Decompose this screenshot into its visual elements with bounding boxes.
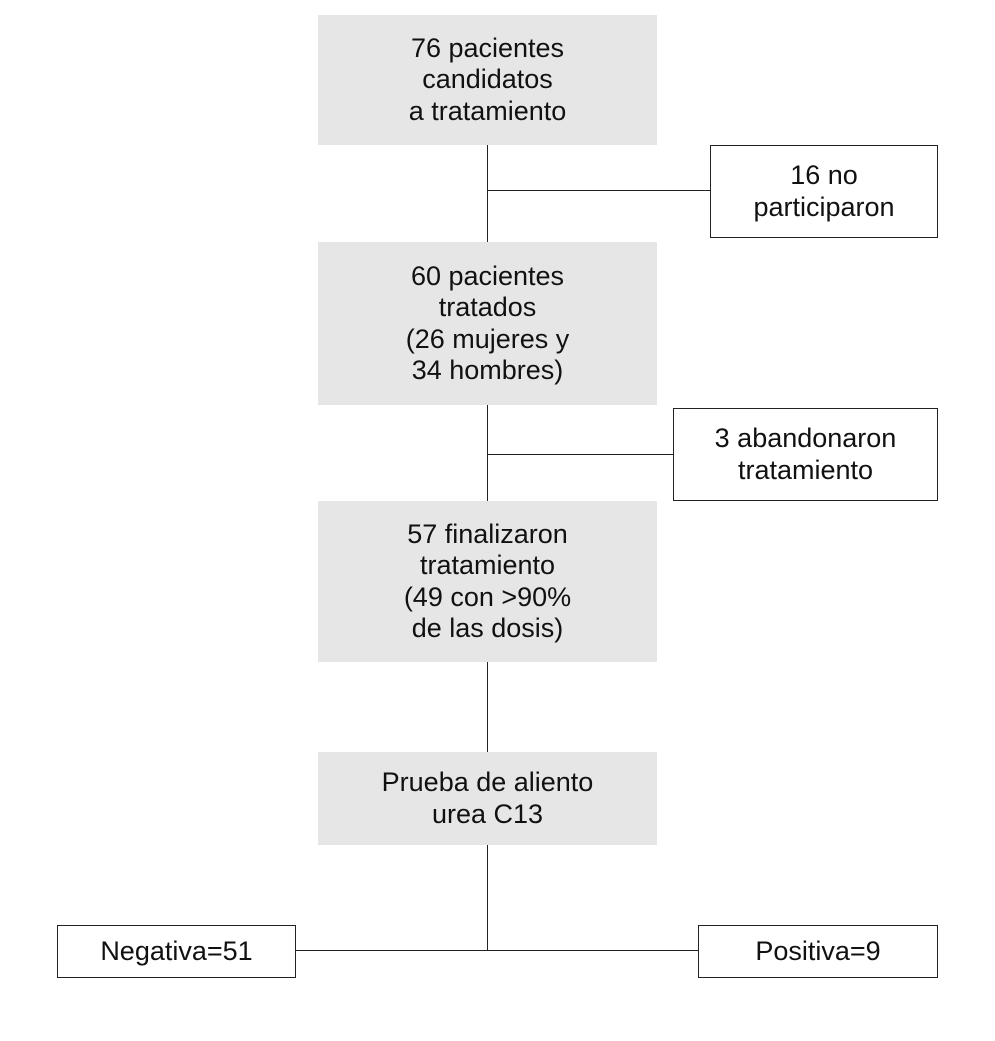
candidates-line-1: 76 pacientes (410, 32, 565, 63)
dropouts-line-2: tratamiento (737, 454, 874, 485)
breath-test-box: Prueba de aliento urea C13 (318, 752, 657, 845)
completed-line-4: de las dosis) (411, 613, 564, 643)
completed-line-3: (49 con >90% (403, 581, 572, 612)
connector-completed-to-breath-test (487, 662, 488, 752)
connector-results-horizontal (295, 950, 699, 951)
positive-result-label: Positiva=9 (755, 935, 881, 966)
treated-line-1: 60 pacientes (410, 260, 565, 291)
excluded-line-1: 16 no (790, 160, 858, 190)
dropouts-box: 3 abandonaron tratamiento (673, 408, 938, 501)
candidates-box: 76 pacientes candidatos a tratamiento (318, 15, 657, 145)
breath-test-line-1: Prueba de aliento (381, 767, 594, 797)
treated-line-2: tratados (438, 292, 537, 322)
dropouts-line-1: 3 abandonaron (714, 423, 897, 453)
treated-line-4: 34 hombres) (411, 355, 564, 385)
connector-candidates-to-treated (487, 145, 488, 242)
treated-line-3: (26 mujeres y (405, 323, 570, 354)
connector-breath-test-to-results (487, 845, 488, 951)
completed-box: 57 finalizaron tratamiento (49 con >90% … (318, 501, 657, 662)
treated-box: 60 pacientes tratados (26 mujeres y 34 h… (318, 242, 657, 405)
connector-to-dropouts (487, 454, 674, 455)
connector-treated-to-completed (487, 405, 488, 501)
connector-to-excluded (487, 190, 711, 191)
completed-line-2: tratamiento (419, 550, 556, 580)
negative-result-label: Negativa=51 (100, 935, 253, 966)
excluded-box: 16 no participaron (710, 145, 938, 238)
candidates-line-3: a tratamiento (408, 95, 567, 126)
breath-test-line-2: urea C13 (431, 798, 544, 829)
candidates-line-2: candidatos (422, 64, 553, 95)
positive-result-box: Positiva=9 (698, 925, 938, 978)
negative-result-box: Negativa=51 (57, 925, 296, 978)
excluded-line-2: participaron (753, 191, 895, 222)
completed-line-1: 57 finalizaron (407, 518, 568, 549)
